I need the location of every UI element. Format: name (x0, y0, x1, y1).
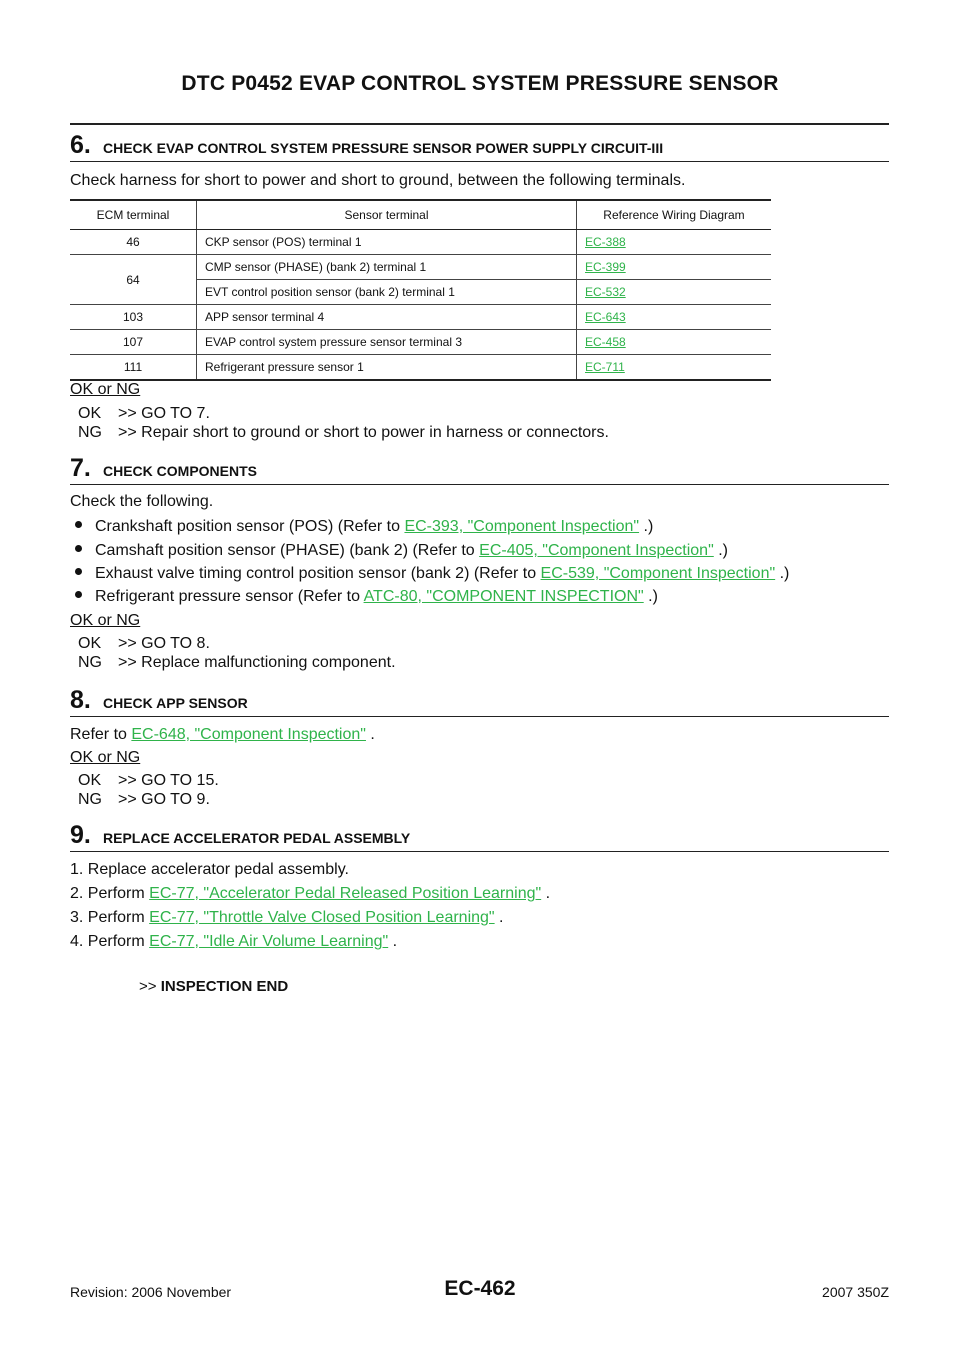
step-7-title: CHECK COMPONENTS (103, 463, 258, 479)
list-item: Camshaft position sensor (PHASE) (bank 2… (75, 542, 728, 560)
ok-key: OK (78, 772, 102, 789)
ng-text: >> GO TO 9. (118, 791, 210, 808)
step-6-number: 6. (70, 131, 91, 159)
component-inspection-link[interactable]: EC-393, "Component Inspection" (404, 518, 640, 535)
terminal-table: ECM terminal Sensor terminal Reference W… (70, 199, 771, 381)
learning-procedure-link[interactable]: EC-77, "Accelerator Pedal Released Posit… (149, 885, 542, 902)
ecm-terminal: 46 (70, 229, 197, 255)
sensor-terminal: APP sensor terminal 4 (196, 304, 577, 330)
component-inspection-link[interactable]: EC-539, "Component Inspection" (540, 565, 776, 582)
step-6-ok-result: OK >> GO TO 7. (78, 405, 210, 423)
step-9-number: 9. (70, 821, 91, 849)
step-7-number: 7. (70, 454, 91, 482)
step-6-top-rule (70, 123, 889, 125)
table-row: EVT control position sensor (bank 2) ter… (70, 279, 771, 305)
table-row: 107 EVAP control system pressure sensor … (70, 329, 771, 355)
table-header-ref: Reference Wiring Diagram (576, 199, 771, 230)
ok-text: >> GO TO 15. (118, 772, 219, 789)
step-7-ok-result: OK >> GO TO 8. (78, 635, 210, 653)
ok-text: >> GO TO 8. (118, 635, 210, 652)
ok-key: OK (78, 405, 102, 422)
bullet-icon (75, 568, 82, 576)
table-header-ecm: ECM terminal (70, 199, 197, 230)
step-8-ok-result: OK >> GO TO 15. (78, 772, 219, 790)
table-row: 64 CMP sensor (PHASE) (bank 2) terminal … (70, 254, 771, 305)
page-title: DTC P0452 EVAP CONTROL SYSTEM PRESSURE S… (181, 72, 779, 95)
step-6-heading: 6. CHECK EVAP CONTROL SYSTEM PRESSURE SE… (70, 127, 889, 162)
ng-key: NG (78, 791, 102, 808)
component-inspection-link[interactable]: ATC-80, "COMPONENT INSPECTION" (363, 588, 644, 605)
wiring-diagram-link[interactable]: EC-532 (585, 285, 626, 299)
table-row: 111 Refrigerant pressure sensor 1 EC-711 (70, 354, 771, 381)
step-7-ok-ng: OK or NG (70, 612, 141, 629)
wiring-diagram-link[interactable]: EC-643 (585, 310, 626, 324)
wiring-diagram-link[interactable]: EC-458 (585, 335, 626, 349)
table-header-sensor: Sensor terminal (196, 199, 577, 230)
list-item: Exhaust valve timing control position se… (75, 565, 789, 583)
ecm-terminal: 103 (70, 304, 197, 330)
ecm-terminal: 64 (70, 254, 197, 305)
step-8-title: CHECK APP SENSOR (103, 695, 248, 711)
step-7-heading: 7. CHECK COMPONENTS (70, 450, 889, 485)
table-row: 46 CKP sensor (POS) terminal 1 EC-388 (70, 229, 771, 255)
step-6-ng-result: NG >> Repair short to ground or short to … (78, 424, 609, 442)
step-8-number: 8. (70, 686, 91, 714)
step-8-ng-result: NG >> GO TO 9. (78, 791, 210, 809)
step-6-title: CHECK EVAP CONTROL SYSTEM PRESSURE SENSO… (103, 140, 664, 156)
step-6-instruction: Check harness for short to power and sho… (70, 172, 686, 189)
list-item: 2. Perform EC-77, "Accelerator Pedal Rel… (70, 885, 551, 902)
ok-text: >> GO TO 7. (118, 405, 210, 422)
model-year: 2007 350Z (822, 1284, 889, 1300)
table-row: 103 APP sensor terminal 4 EC-643 (70, 304, 771, 330)
ng-key: NG (78, 654, 102, 671)
learning-procedure-link[interactable]: EC-77, "Throttle Valve Closed Position L… (149, 909, 495, 926)
ecm-terminal: 111 (70, 354, 197, 381)
list-item: 4. Perform EC-77, "Idle Air Volume Learn… (70, 933, 398, 950)
step-8-heading: 8. CHECK APP SENSOR (70, 682, 889, 717)
component-inspection-link[interactable]: EC-648, "Component Inspection" (131, 726, 366, 743)
sensor-terminal: EVT control position sensor (bank 2) ter… (196, 279, 577, 305)
bullet-icon (75, 545, 82, 553)
revision-date: Revision: 2006 November (70, 1284, 232, 1300)
step-9-title: REPLACE ACCELERATOR PEDAL ASSEMBLY (103, 830, 411, 846)
sensor-terminal: Refrigerant pressure sensor 1 (196, 354, 577, 381)
step-7-ng-result: NG >> Replace malfunctioning component. (78, 654, 396, 672)
learning-procedure-link[interactable]: EC-77, "Idle Air Volume Learning" (149, 933, 389, 950)
step-8-instruction: Refer to EC-648, "Component Inspection" … (70, 726, 375, 743)
ng-key: NG (78, 424, 102, 441)
list-item: 1. Replace accelerator pedal assembly. (70, 861, 349, 878)
list-item: 3. Perform EC-77, "Throttle Valve Closed… (70, 909, 504, 926)
sensor-terminal: EVAP control system pressure sensor term… (196, 329, 577, 355)
ng-text: >> Replace malfunctioning component. (118, 654, 396, 671)
inspection-end: >> INSPECTION END (139, 978, 289, 995)
step-6-ok-ng: OK or NG (70, 381, 141, 398)
bullet-icon (75, 591, 82, 599)
ecm-terminal: 107 (70, 329, 197, 355)
wiring-diagram-link[interactable]: EC-711 (585, 360, 625, 374)
ok-key: OK (78, 635, 102, 652)
sensor-terminal: CKP sensor (POS) terminal 1 (196, 229, 577, 255)
step-8-ok-ng: OK or NG (70, 749, 141, 766)
sensor-terminal: CMP sensor (PHASE) (bank 2) terminal 1 (196, 254, 577, 280)
page-number: EC-462 (444, 1277, 516, 1300)
list-item: Refrigerant pressure sensor (Refer to AT… (75, 588, 658, 606)
component-inspection-link[interactable]: EC-405, "Component Inspection" (479, 542, 714, 559)
ng-text: >> Repair short to ground or short to po… (118, 424, 609, 441)
table-header-row: ECM terminal Sensor terminal Reference W… (70, 199, 771, 230)
wiring-diagram-link[interactable]: EC-399 (585, 260, 626, 274)
wiring-diagram-link[interactable]: EC-388 (585, 235, 626, 249)
step-7-instruction: Check the following. (70, 493, 214, 510)
list-item: Crankshaft position sensor (POS) (Refer … (75, 518, 653, 536)
bullet-icon (75, 521, 82, 529)
step-9-heading: 9. REPLACE ACCELERATOR PEDAL ASSEMBLY (70, 817, 889, 852)
